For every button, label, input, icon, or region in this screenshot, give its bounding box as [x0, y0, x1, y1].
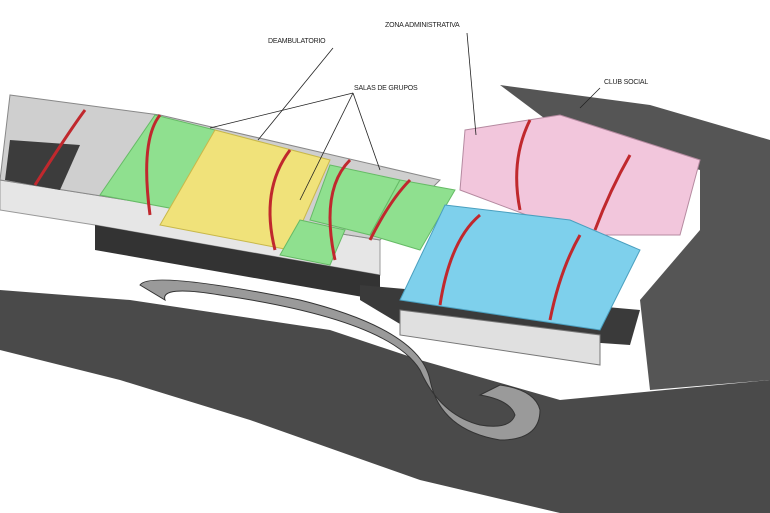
label-club-social: CLUB SOCIAL: [604, 79, 649, 86]
beams: [33, 109, 632, 321]
label-zona-administrativa: ZONA ADMINISTRATIVA: [385, 22, 460, 29]
terrain-right: [500, 85, 770, 390]
ramp: [139, 279, 541, 441]
left-wing-lower: [95, 225, 380, 300]
right-block-facade: [399, 309, 601, 366]
room-sala-3: [369, 179, 456, 251]
label-salas-de-grupos: SALAS DE GRUPOS: [354, 85, 418, 92]
terrain: [0, 290, 770, 513]
room-left-gray: [5, 140, 80, 190]
label-deambulatorio: DEAMBULATORIO: [268, 38, 326, 45]
leader-lines: [209, 32, 601, 201]
